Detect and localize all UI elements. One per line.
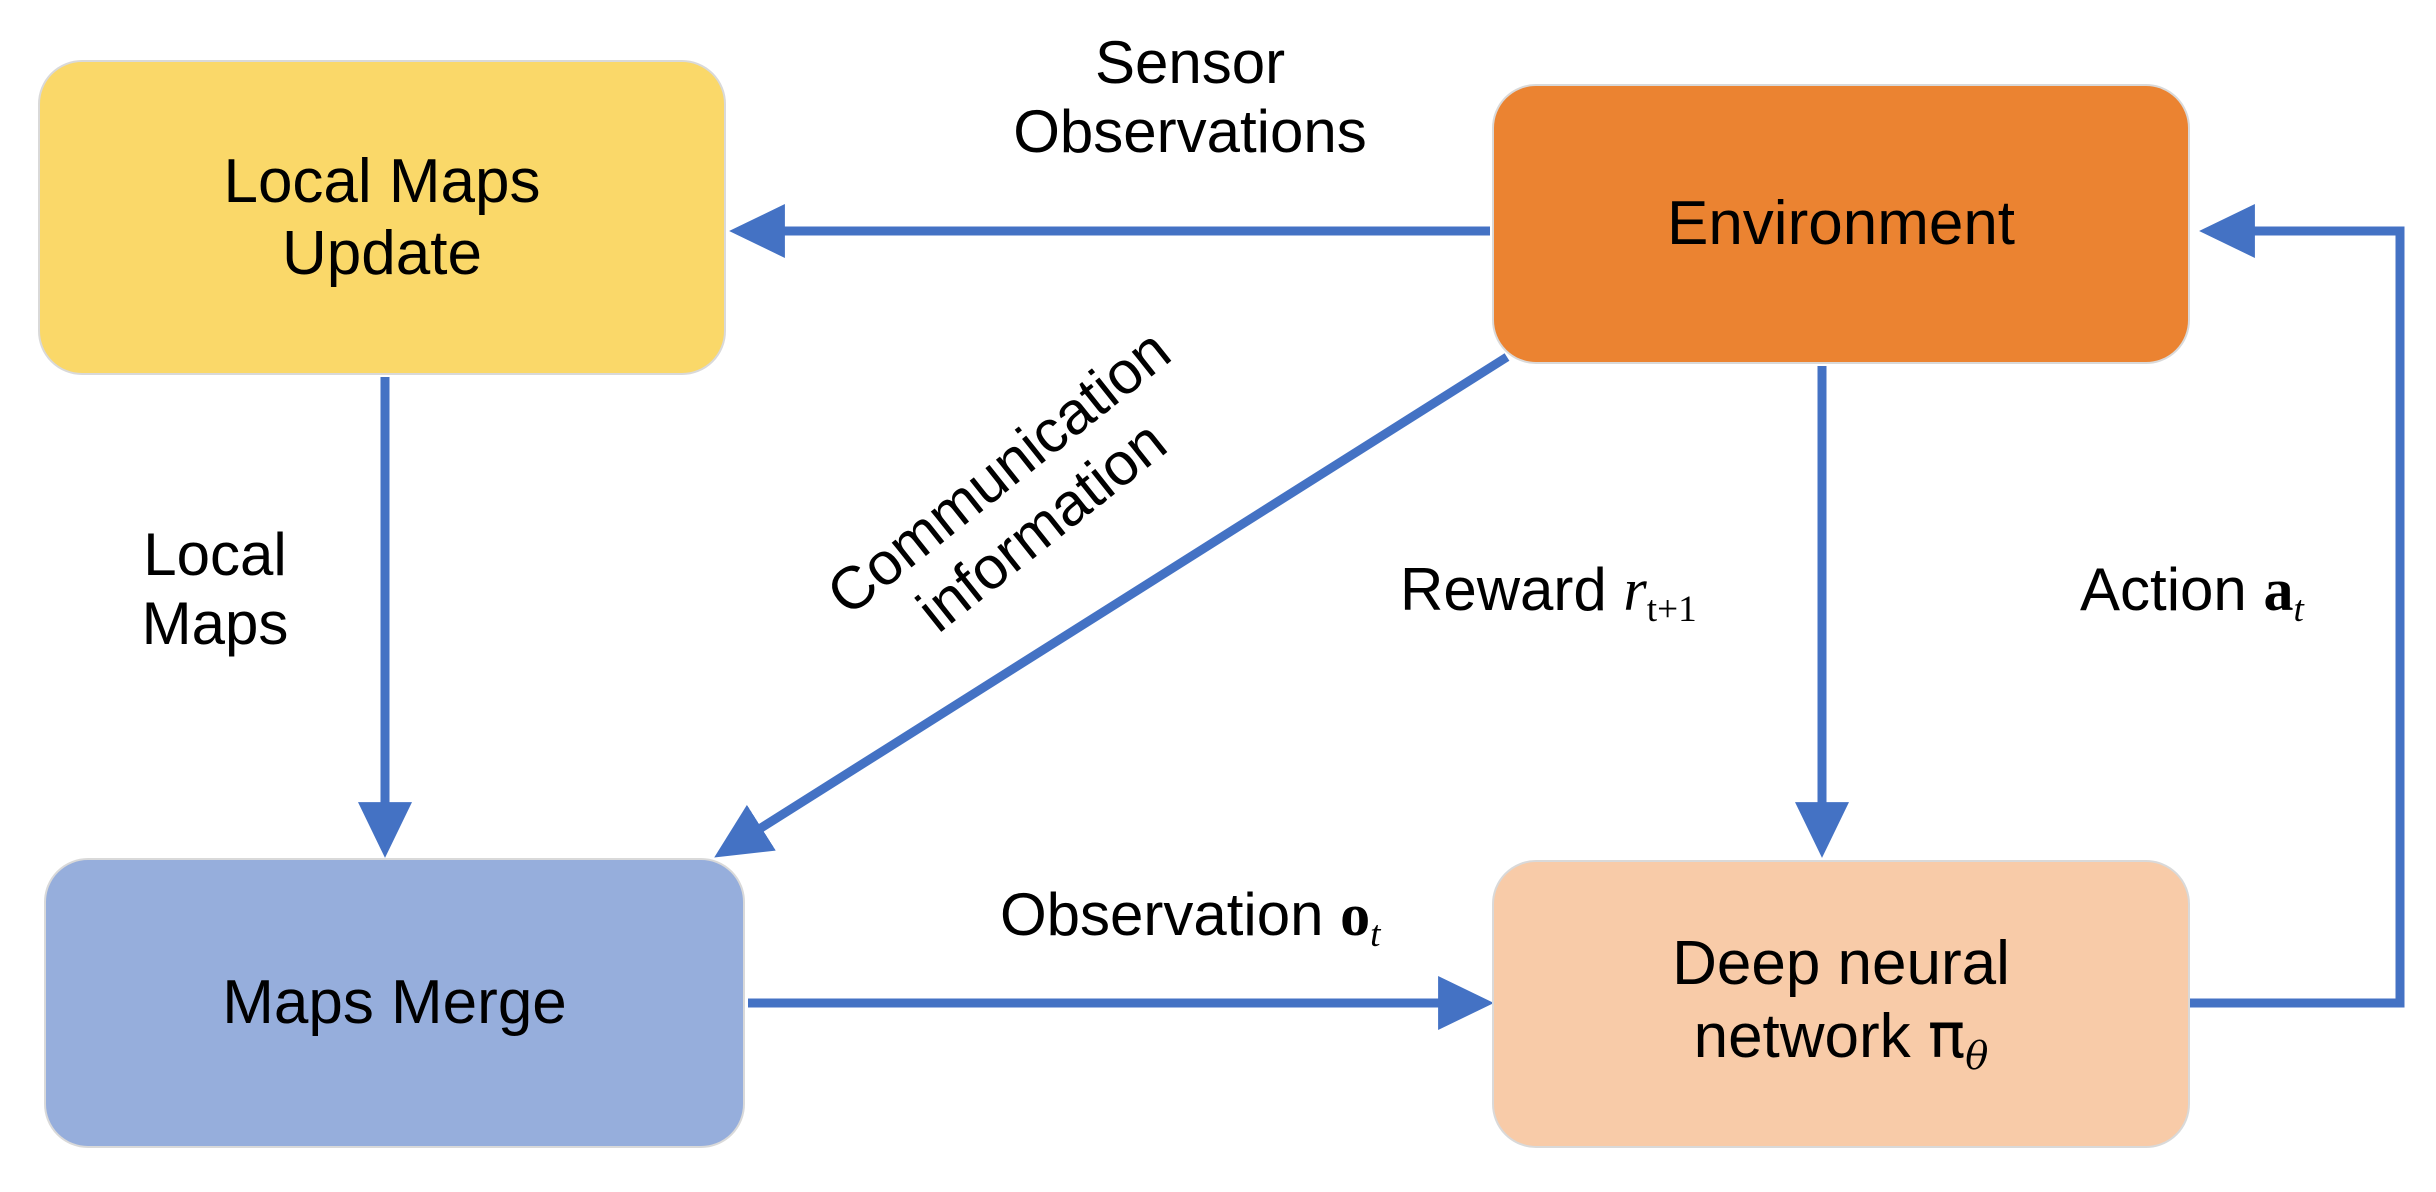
edge-label-action-text: Action: [2080, 556, 2264, 623]
edge-label-observation-symbol: o: [1340, 882, 1371, 948]
edge-label-reward: Reward rt+1: [1400, 555, 1820, 632]
node-maps-merge-label: Maps Merge: [222, 968, 567, 1038]
node-environment-label: Environment: [1666, 189, 2016, 259]
edge-label-reward-symbol: r: [1623, 557, 1647, 623]
edge-label-reward-subscript: t+1: [1646, 589, 1697, 631]
node-local-maps-update[interactable]: Local Maps Update: [38, 60, 726, 375]
node-local-maps-update-label: Local Maps Update: [223, 146, 541, 288]
node-deep-neural-network-label: Deep neural network πθ: [1672, 928, 2010, 1079]
edge-label-action-subscript: t: [2293, 589, 2304, 631]
node-dnn-symbol-pi: π: [1927, 999, 1966, 1073]
edge-label-communication-information: Communication information: [814, 316, 1183, 645]
edge-label-observation-subscript: t: [1370, 914, 1381, 956]
node-maps-merge[interactable]: Maps Merge: [44, 858, 745, 1148]
edge-label-observation-text: Observation: [1000, 881, 1341, 948]
edge-label-sensor-observations: Sensor Observations: [1013, 29, 1367, 165]
edge-label-action: Action at: [2080, 555, 2420, 632]
node-dnn-subscript-theta: θ: [1965, 1033, 1989, 1079]
edge-label-reward-text: Reward: [1400, 556, 1624, 623]
edge-label-action-symbol: a: [2263, 557, 2294, 623]
edge-label-local-maps: Local Maps: [141, 521, 289, 657]
node-deep-neural-network[interactable]: Deep neural network πθ: [1492, 860, 2190, 1148]
node-environment[interactable]: Environment: [1492, 84, 2190, 364]
node-dnn-text: Deep neural network: [1672, 929, 2010, 1072]
edge-label-observation: Observation ot: [1000, 880, 1420, 957]
